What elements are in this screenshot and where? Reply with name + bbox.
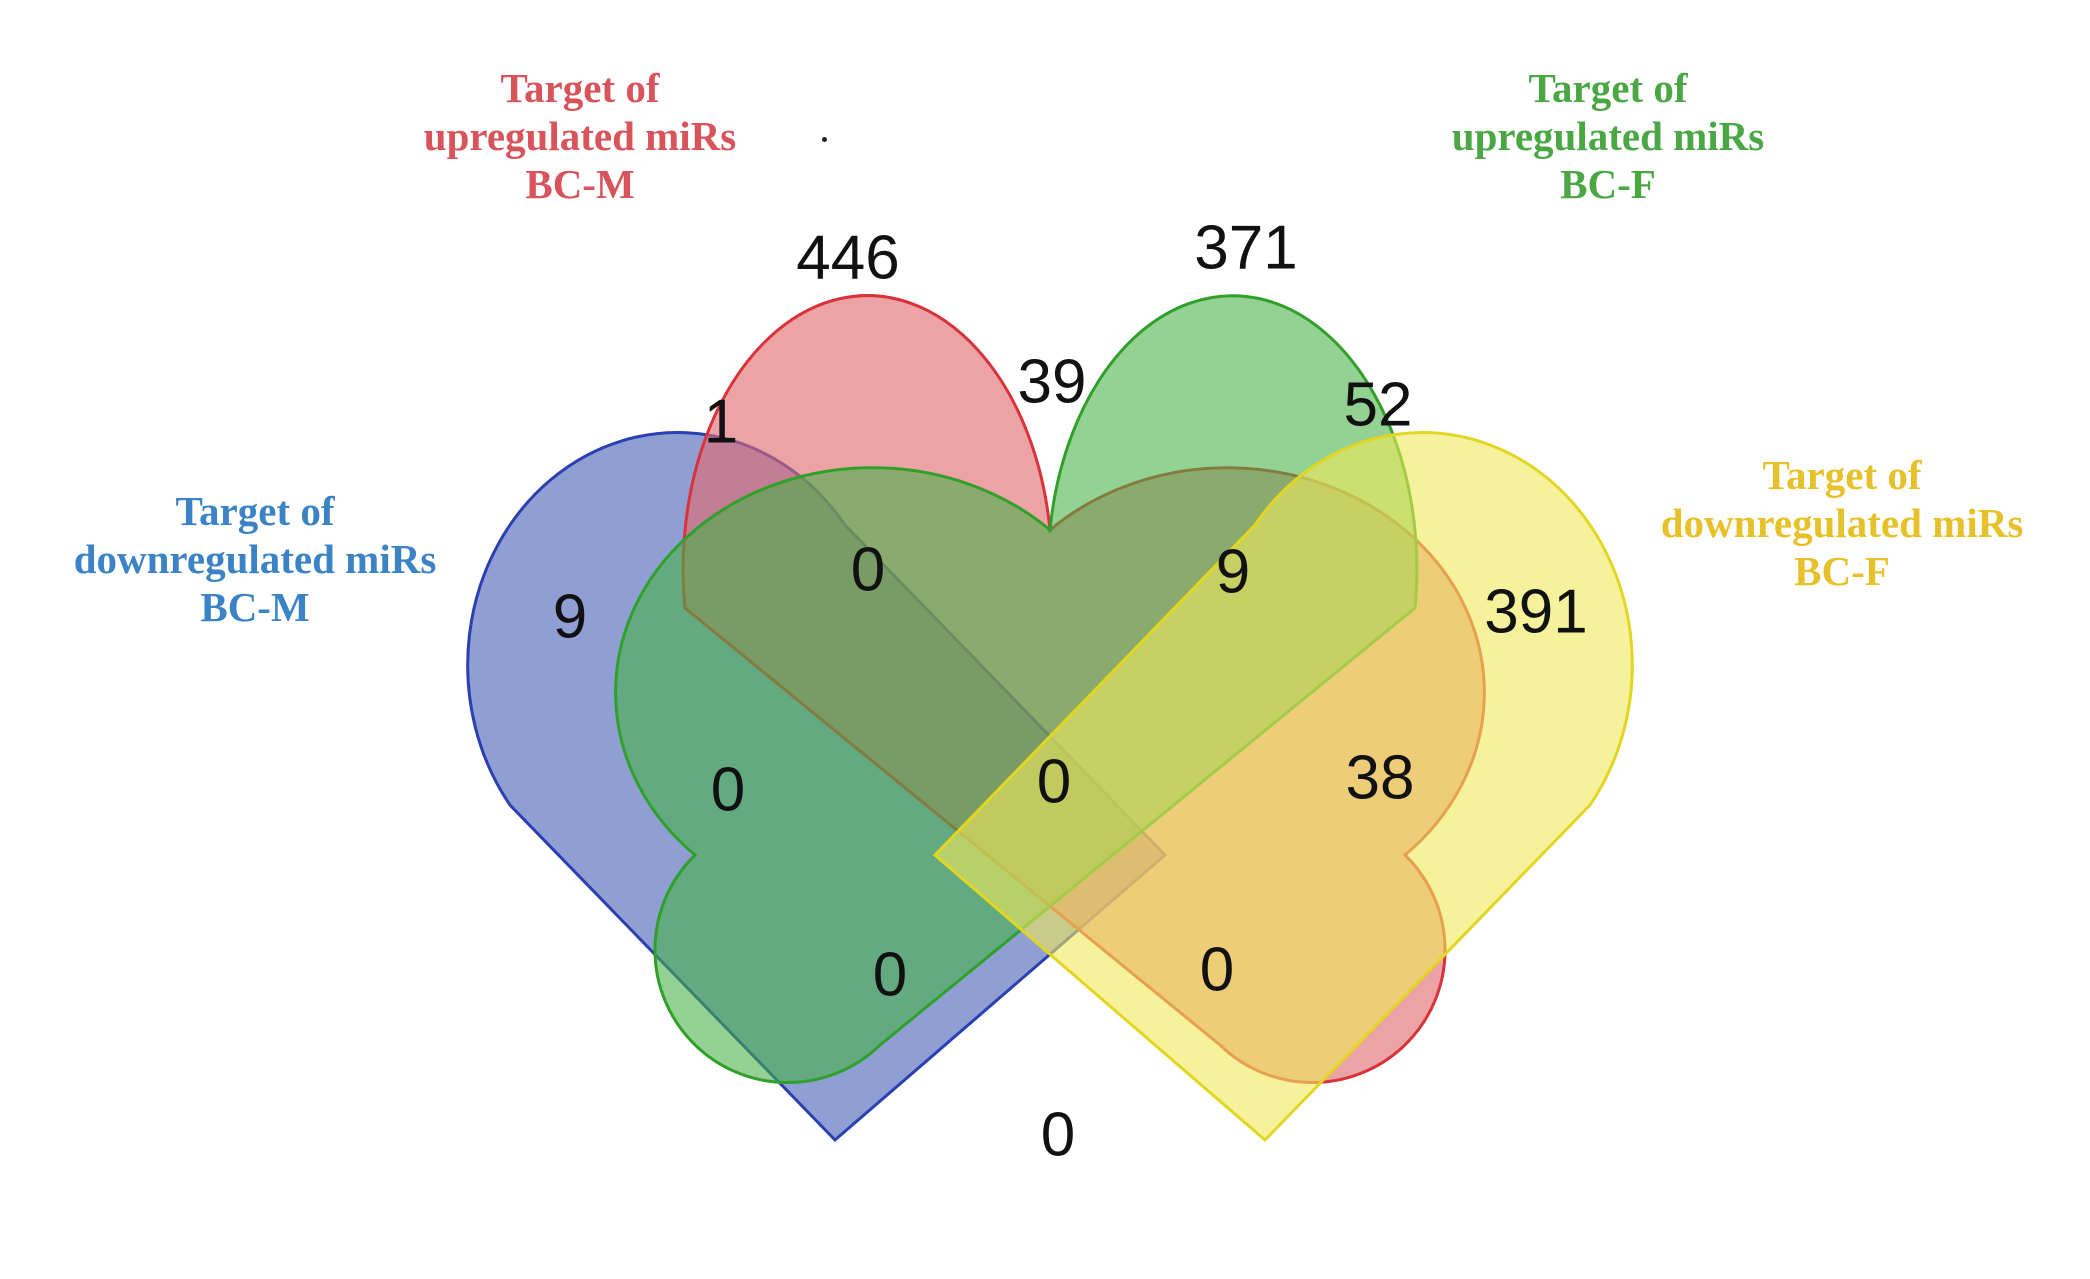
set-label-blue: Target of downregulated miRs BC-M xyxy=(55,487,455,631)
set-label-line: Target of xyxy=(500,65,660,111)
region-count-green-blue-yellow: 0 xyxy=(873,941,907,1010)
set-label-line: BC-F xyxy=(1794,548,1890,594)
region-count-red-blue-yellow: 0 xyxy=(1200,936,1234,1005)
region-count-yellow-only: 391 xyxy=(1484,578,1587,647)
stray-dot xyxy=(822,137,827,142)
set-label-line: BC-F xyxy=(1560,161,1656,207)
set-label-line: Target of xyxy=(175,488,335,534)
region-count-all-four: 0 xyxy=(1037,748,1071,817)
region-count-green-only: 371 xyxy=(1194,214,1297,283)
set-label-line: Target of xyxy=(1528,65,1688,111)
region-count-red-blue: 1 xyxy=(704,388,738,457)
set-shape-green xyxy=(614,294,1419,1085)
set-label-line: Target of xyxy=(1762,452,1922,498)
set-shape-yellow xyxy=(932,431,1634,1143)
set-label-line: BC-M xyxy=(200,584,310,630)
set-label-line: BC-M xyxy=(525,161,635,207)
region-count-red-green-yellow: 9 xyxy=(1216,538,1250,607)
region-count-red-yellow: 38 xyxy=(1346,744,1415,813)
set-label-line: upregulated miRs xyxy=(423,113,737,159)
set-label-green: Target of upregulated miRs BC-F xyxy=(1428,64,1788,208)
set-label-line: upregulated miRs xyxy=(1451,113,1765,159)
region-count-green-blue: 0 xyxy=(711,756,745,825)
set-label-red: Target of upregulated miRs BC-M xyxy=(410,64,750,208)
region-count-red-green: 39 xyxy=(1018,348,1087,417)
region-count-blue-only: 9 xyxy=(553,583,587,652)
region-count-green-yellow: 52 xyxy=(1344,371,1413,440)
region-count-red-only: 446 xyxy=(796,224,899,293)
set-label-line: downregulated miRs xyxy=(73,536,437,582)
region-count-blue-yellow: 0 xyxy=(1041,1101,1075,1170)
set-label-line: downregulated miRs xyxy=(1660,500,2024,546)
set-label-yellow: Target of downregulated miRs BC-F xyxy=(1642,451,2042,595)
region-count-red-green-blue: 0 xyxy=(851,536,885,605)
